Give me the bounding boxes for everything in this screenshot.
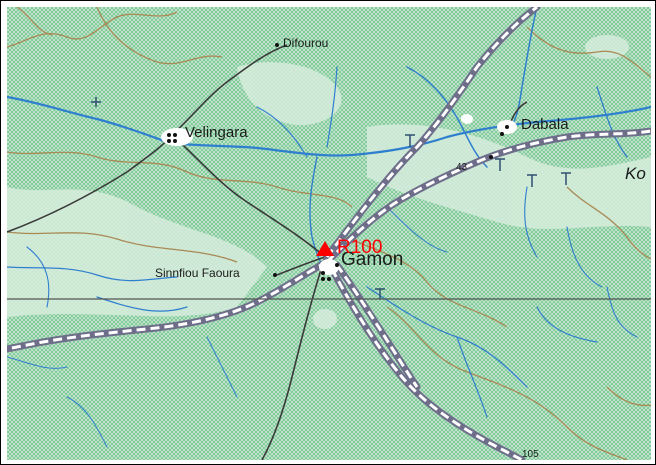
road-number-43: 43 [456,162,468,173]
roads [7,7,651,460]
label-dabala: Dabala [521,116,569,133]
contour-lines [7,7,651,460]
settlement-dots [167,43,509,281]
tracks [7,44,528,460]
settlement-areas [161,114,517,275]
marker-label: R100 [337,237,382,258]
vegetation-symbols [91,97,571,299]
topographic-map[interactable]: Difourou Velingara Dabala Ko Gamon Sinnf… [7,7,651,460]
label-gamon: Gamon [341,249,403,270]
road-number-105: 105 [522,449,539,460]
marker-triangle-icon[interactable] [316,241,334,256]
label-sinnfiou-faoura: Sinnfiou Faoura [155,266,240,280]
label-ko: Ko [625,164,646,183]
location-marker[interactable]: R100 [316,237,382,258]
label-difourou: Difourou [283,36,328,50]
label-velingara: Velingara [185,124,248,141]
place-labels: Difourou Velingara Dabala Ko Gamon Sinnf… [155,36,646,460]
